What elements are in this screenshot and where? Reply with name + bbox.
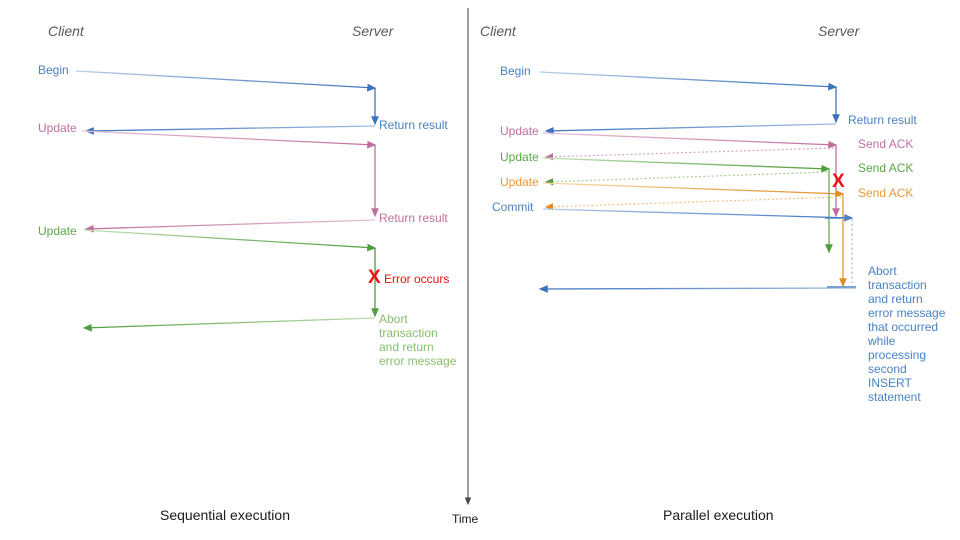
message-send-ack-2 (544, 171, 828, 186)
left-message-label-update-1: Update (38, 121, 77, 135)
right-message-label-commit: Commit (492, 200, 534, 214)
message-update-request-2 (542, 157, 831, 173)
message-abort-response (82, 317, 376, 332)
left-error-x-icon: X (368, 267, 381, 288)
message-commit-request (542, 208, 854, 222)
server-abort-bars (825, 217, 856, 288)
message-return-result-1 (84, 125, 376, 135)
right-actor-client-label: Client (480, 23, 516, 39)
right-message-label-begin: Begin (500, 64, 531, 78)
message-send-ack-3 (544, 196, 842, 211)
left-actor-server-label: Server (352, 23, 394, 39)
left-panel-messages (75, 70, 379, 332)
right-actor-server-label: Server (818, 23, 860, 39)
left-message-label-update-2: Update (38, 224, 77, 238)
right-message-label-return-result: Return result (848, 113, 917, 127)
message-begin-request (539, 71, 838, 91)
right-error-x-icon: X (832, 171, 845, 192)
right-message-label-send-ack-1: Send ACK (858, 137, 914, 151)
message-update-request-3 (542, 182, 845, 198)
right-message-label-send-ack-2: Send ACK (858, 161, 914, 175)
message-update-request-1 (81, 130, 377, 149)
time-axis-label: Time (452, 512, 479, 526)
left-message-label-return-result-2: Return result (379, 211, 448, 225)
left-panel-caption: Sequential execution (160, 507, 290, 523)
message-abort-response (538, 285, 857, 293)
left-message-label-begin: Begin (38, 63, 69, 77)
message-update-request-1 (542, 132, 838, 149)
right-message-label-update-2: Update (500, 150, 539, 164)
left-actor-client-label: Client (48, 23, 84, 39)
right-message-label-update-3: Update (500, 175, 539, 189)
right-message-label-update-1: Update (500, 124, 539, 138)
left-message-label-return-result-1: Return result (379, 118, 448, 132)
message-send-ack-1 (544, 147, 835, 161)
right-message-label-send-ack-3: Send ACK (858, 186, 914, 200)
message-begin-request (75, 70, 377, 92)
message-return-result (544, 123, 837, 135)
right-panel-messages (538, 71, 857, 293)
right-abort-message-label: Abort transaction and return error messa… (868, 264, 946, 404)
left-error-occurs-label: Error occurs (384, 272, 450, 286)
left-abort-message-label: Abort transaction and return error messa… (379, 312, 457, 368)
right-panel-caption: Parallel execution (663, 507, 774, 523)
message-return-result-2 (84, 219, 376, 233)
message-update-request-2 (83, 229, 377, 252)
